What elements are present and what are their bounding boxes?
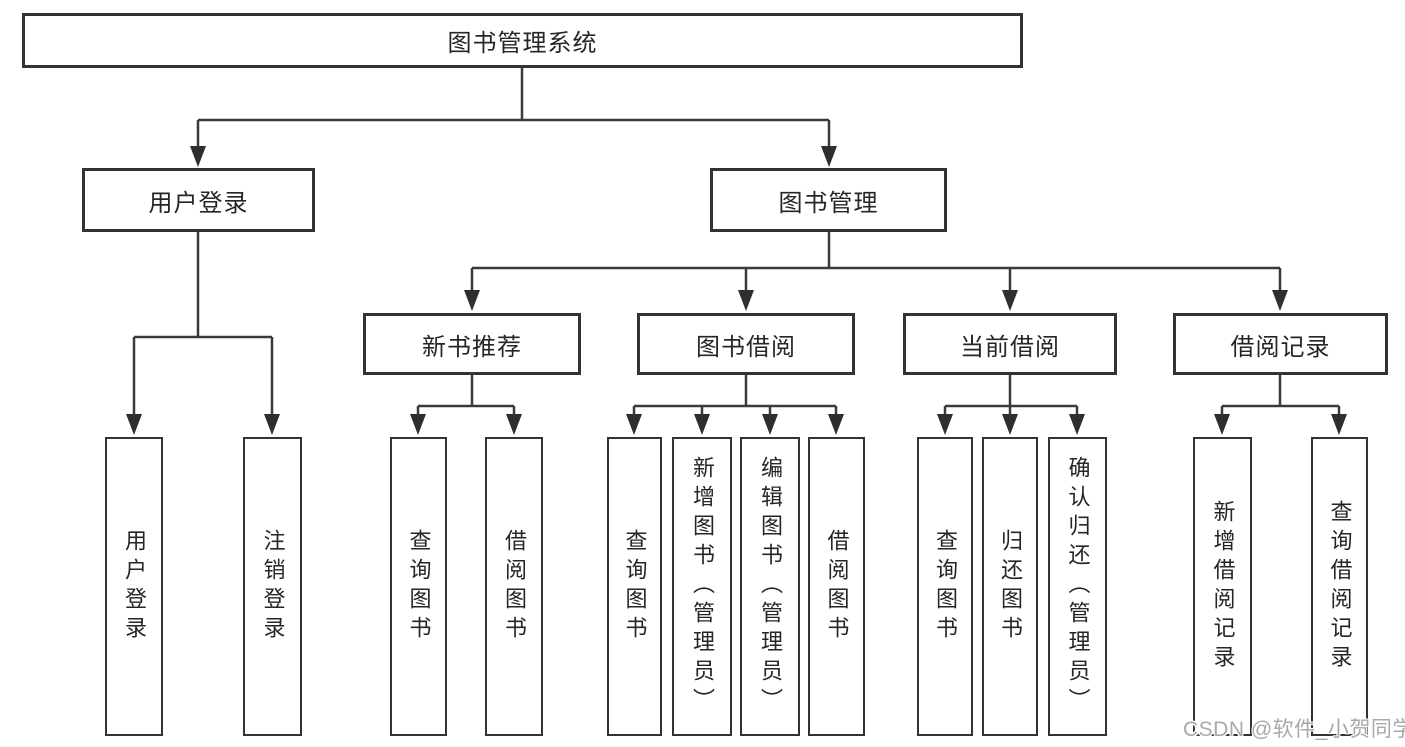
leaf-add-borrow-record: 新增借阅记录 <box>1193 437 1252 736</box>
node-label: 新增借阅记录 <box>1210 499 1236 674</box>
leaf-query-books-recommend: 查询图书 <box>390 437 447 736</box>
node-root-system: 图书管理系统 <box>22 13 1023 68</box>
leaf-confirm-return-admin: 确认归还（管理员） <box>1048 437 1107 736</box>
leaf-return-book: 归还图书 <box>982 437 1038 736</box>
node-label: 注销登录 <box>260 528 286 645</box>
node-label: 归还图书 <box>998 528 1023 645</box>
node-label: 查询图书 <box>406 528 432 645</box>
node-new-book-recommend: 新书推荐 <box>363 313 581 375</box>
node-label: 查询借阅记录 <box>1327 499 1353 674</box>
csdn-watermark: CSDN @软件_小贺同学 <box>1183 718 1405 741</box>
node-label: 查询图书 <box>622 528 648 645</box>
node-current-borrowing: 当前借阅 <box>903 313 1117 375</box>
leaf-query-borrow-record: 查询借阅记录 <box>1311 437 1368 736</box>
node-borrowing-records: 借阅记录 <box>1173 313 1388 375</box>
leaf-query-books-borrowing: 查询图书 <box>607 437 662 736</box>
leaf-logout: 注销登录 <box>243 437 302 736</box>
connector-path <box>132 68 1341 420</box>
node-book-management: 图书管理 <box>710 168 947 232</box>
node-label: 借阅图书 <box>502 528 527 645</box>
node-label: 用户登录 <box>122 528 147 645</box>
node-label: 图书管理 <box>778 189 879 217</box>
node-book-borrowing: 图书借阅 <box>637 313 855 375</box>
leaf-user-login: 用户登录 <box>105 437 163 736</box>
node-label: 用户登录 <box>148 189 249 217</box>
leaf-query-books-current: 查询图书 <box>917 437 973 736</box>
node-label: 借阅图书 <box>824 528 850 645</box>
leaf-add-book-admin: 新增图书（管理员） <box>672 437 732 736</box>
node-label: 当前借阅 <box>960 333 1060 361</box>
node-label: 确认归还（管理员） <box>1065 456 1091 717</box>
node-label: 图书借阅 <box>696 333 796 361</box>
node-label: 编辑图书（管理员） <box>758 456 783 717</box>
node-user-login: 用户登录 <box>82 168 315 232</box>
node-label: 新书推荐 <box>422 333 522 361</box>
node-label: 查询图书 <box>933 528 958 645</box>
leaf-borrow-books: 借阅图书 <box>808 437 865 736</box>
node-label: 图书管理系统 <box>447 30 598 57</box>
node-label: 借阅记录 <box>1230 333 1331 361</box>
leaf-borrow-books-recommend: 借阅图书 <box>485 437 543 736</box>
leaf-edit-book-admin: 编辑图书（管理员） <box>740 437 800 736</box>
node-label: 新增图书（管理员） <box>690 456 715 717</box>
